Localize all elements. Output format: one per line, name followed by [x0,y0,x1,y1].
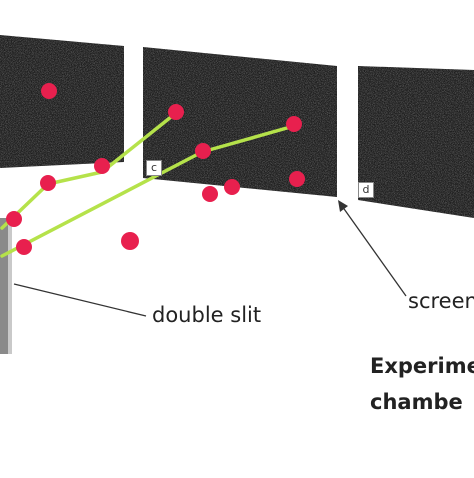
particle [202,186,218,202]
screen-panel-d [358,66,474,218]
particle [195,143,211,159]
particles [6,83,305,255]
particle [94,158,110,174]
particle [6,211,22,227]
particle [224,179,240,195]
double-slit-pointer [13,283,147,317]
panel-tag-c: c [146,160,162,176]
trajectory-upper [0,111,178,230]
particle [286,116,302,132]
screen-label: screen [408,289,474,313]
screen-arrow [338,200,407,297]
particle [121,232,139,250]
panel-tag-d: d [358,182,374,198]
particle [289,171,305,187]
particle [41,83,57,99]
double-slit-label: double slit [152,303,262,327]
screen-panel-c [143,47,337,197]
screen-panel-b [0,35,124,168]
particle [16,239,32,255]
particle [168,104,184,120]
particle [40,175,56,191]
chamber-title-line2: chambe [370,390,463,414]
chamber-title-line1: Experime [370,354,474,378]
double-slit-barrier [0,218,12,354]
